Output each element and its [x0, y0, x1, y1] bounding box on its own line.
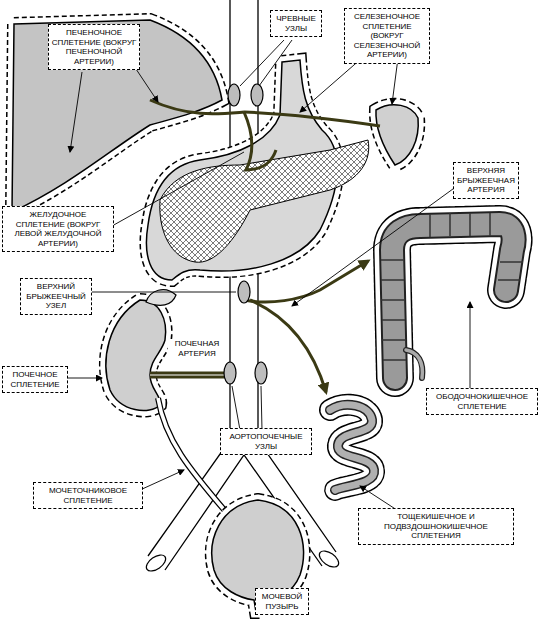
spleen — [376, 105, 418, 165]
renal-artery-lumen — [150, 374, 230, 375]
colon — [392, 224, 514, 378]
leader-line — [134, 66, 158, 102]
plexus-label-box: ТОЩЕКИШЕЧНОЕ И ПОДВЗДОШНОКИШЕЧНОЕ СПЛЕТЕ… — [358, 508, 514, 545]
plexus-label-box: МОЧЕВОЙ ПУЗЫРЬ — [255, 588, 309, 615]
leader-line — [292, 186, 457, 306]
renal-artery — [150, 372, 230, 379]
plexus-label-box: АОРТОПОЧЕЧНЫЕ УЗЛЫ — [220, 428, 312, 455]
leader-line — [300, 58, 362, 112]
celiac-ganglion — [251, 84, 263, 106]
node-text: ВЕРХНИЙ БРЫЖЕЕЧНЫЙ УЗЕЛ — [23, 282, 89, 311]
node-text: ВЕРХНЯЯ БРЫЖЕЕЧНАЯ АРТЕРИЯ — [456, 166, 516, 195]
plexus-label-box: ВЕРХНЯЯ БРЫЖЕЕЧНАЯ АРТЕРИЯ — [453, 162, 519, 199]
organ-outline-gap — [376, 105, 418, 165]
plexus-label-box: ОБОДОЧНОКИШЕЧНОЕ СПЛЕТЕНИЕ — [426, 388, 538, 415]
leader-line — [232, 386, 240, 430]
iliac-artery-end — [317, 548, 342, 570]
organ-outline — [376, 105, 418, 165]
plexus-label-box: ВЕРХНИЙ БРЫЖЕЕЧНЫЙ УЗЕЛ — [20, 278, 92, 315]
node-text: МОЧЕВОЙ ПУЗЫРЬ — [258, 592, 306, 611]
organ-outline — [106, 300, 166, 410]
appendix — [406, 350, 422, 378]
ureter — [158, 398, 226, 512]
colon-wall — [392, 224, 514, 378]
aorticorenal-ganglion — [224, 362, 236, 384]
plexus-label-box: ЧРЕВНЫЕ УЗЛЫ — [270, 10, 322, 37]
aorticorenal-ganglion — [255, 362, 267, 384]
node-text: ОБОДОЧНОКИШЕЧНОЕ СПЛЕТЕНИЕ — [429, 392, 535, 411]
leader-line — [90, 292, 236, 293]
organ-outline-gap — [392, 224, 514, 378]
plexus-label-box: ПОЧЕЧНОЕ СПЛЕТЕНИЕ — [2, 366, 68, 393]
mesenteric-ganglion — [238, 281, 250, 303]
leader-line — [392, 58, 398, 104]
plexus-label-box: МОЧЕТОЧНИКОВОЕ СПЛЕТЕНИЕ — [33, 482, 143, 509]
splenic-artery — [244, 112, 380, 126]
organ-outline-gap — [106, 300, 166, 410]
node-text: МОЧЕТОЧНИКОВОЕ СПЛЕТЕНИЕ — [36, 486, 140, 505]
node-text: ЧРЕВНЫЕ УЗЛЫ — [273, 14, 319, 33]
appendix — [406, 350, 422, 378]
organ-outline-gap — [330, 405, 374, 490]
pancreas — [160, 140, 369, 262]
leader-line — [112, 152, 244, 226]
node-text: СЕЛЕЗЕНОЧНОЕ СПЛЕТЕНИЕ (ВОКРУГ СЕЛЕЗЕНОЧ… — [347, 12, 427, 60]
kidney — [106, 300, 166, 410]
left-gastric-artery — [244, 112, 276, 170]
leader-line — [66, 378, 102, 379]
leader-line — [261, 386, 262, 430]
small-intestine — [330, 405, 374, 490]
artery-label: ПОЧЕЧНАЯ АРТЕРИЯ — [168, 339, 226, 358]
leader-line — [240, 40, 284, 86]
organ-outline — [330, 405, 374, 490]
ureter-lumen — [158, 398, 226, 512]
iliac-artery-end — [144, 552, 169, 574]
small-intestine-wall — [330, 405, 374, 490]
plexus-label-box: ПЕЧЕНОЧНОЕ СПЛЕТЕНИЕ (ВОКРУГ ПЕЧЕНОЧНОЙ … — [48, 24, 140, 70]
plexus-label-box: СЕЛЕЗЕНОЧНОЕ СПЛЕТЕНИЕ (ВОКРУГ СЕЛЕЗЕНОЧ… — [344, 8, 430, 64]
leader-line — [70, 72, 82, 152]
node-text: ПЕЧЕНОЧНОЕ СПЛЕТЕНИЕ (ВОКРУГ ПЕЧЕНОЧНОЙ … — [51, 28, 137, 66]
colon-haustra — [381, 213, 523, 360]
node-text: ТОЩЕКИШЕЧНОЕ И ПОДВЗДОШНОКИШЕЧНОЕ СПЛЕТЕ… — [361, 512, 511, 541]
leader-line — [140, 470, 184, 490]
node-text: ЖЕЛУДОЧНОЕ СПЛЕТЕНИЕ (ВОКРУГ ЛЕВОЙ ЖЕЛУД… — [5, 210, 111, 248]
leader-line — [259, 40, 292, 86]
superior-mesenteric-artery — [250, 300, 326, 392]
node-text: АОРТОПОЧЕЧНЫЕ УЗЛЫ — [223, 432, 309, 451]
leader-line — [470, 302, 471, 390]
node-text: ПОЧЕЧНОЕ СПЛЕТЕНИЕ — [5, 370, 65, 389]
organ-outline — [392, 224, 514, 378]
plexus-label-box: ЖЕЛУДОЧНОЕ СПЛЕТЕНИЕ (ВОКРУГ ЛЕВОЙ ЖЕЛУД… — [2, 206, 114, 252]
celiac-ganglion — [228, 84, 240, 106]
